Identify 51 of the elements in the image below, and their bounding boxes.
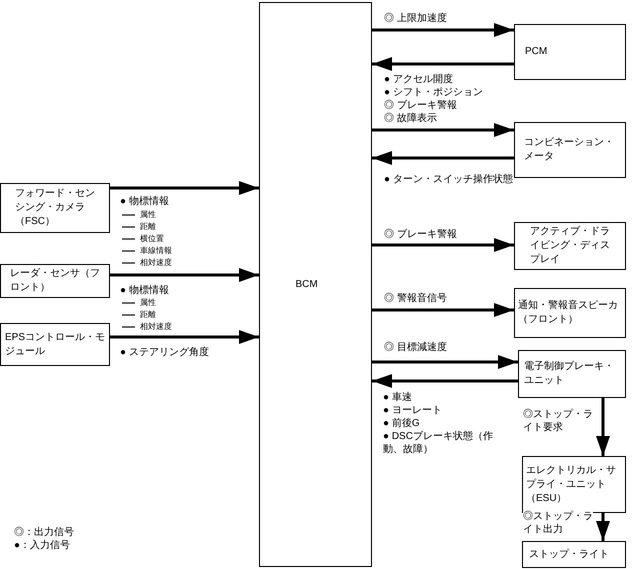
module-box: 通知・警報音スピーカ（フロント） xyxy=(514,288,626,338)
legend-entry: ●：入力信号 xyxy=(14,539,70,552)
sub-item-label: 相対速度 xyxy=(140,322,172,332)
signal-label: ● 車速 xyxy=(383,391,412,404)
arrow xyxy=(110,181,259,195)
arrow xyxy=(372,355,518,369)
sub-item-label: 属性 xyxy=(140,298,156,308)
sub-item-label: 距離 xyxy=(140,222,156,232)
signal-label: ◎ ブレーキ警報 xyxy=(384,228,457,241)
signal-label: ● シフト・ポジション xyxy=(384,86,483,99)
signal-label: ● 物標情報 xyxy=(120,195,169,208)
legend-entry: ◎：出力信号 xyxy=(14,526,74,539)
signal-label: ◎ 警報音信号 xyxy=(384,292,447,305)
arrow xyxy=(372,151,514,165)
signal-label: ● ターン・スイッチ操作状態 xyxy=(384,173,513,186)
module-box: ストップ・ライト xyxy=(522,541,626,568)
arrow xyxy=(372,57,514,71)
signal-label: ◎ 故障表示 xyxy=(384,112,437,125)
signal-label: ● DSCブレーキ状態（作動、故障） xyxy=(383,430,495,456)
arrow xyxy=(110,330,259,344)
module-box: EPSコントロール・モジュール xyxy=(0,323,110,366)
signal-label: ◎ ブレーキ警報 xyxy=(384,99,457,112)
sub-item-label: 相対速度 xyxy=(140,258,172,268)
module-box: レーダ・センサ（フロント） xyxy=(0,264,110,298)
module-box: フォワード・センシング・カメラ（FSC） xyxy=(0,183,110,233)
arrow xyxy=(110,268,259,282)
module-box: アクティブ・ドライビング・ディスプレイ xyxy=(514,222,626,270)
arrow xyxy=(372,123,514,137)
controller-box: BCM xyxy=(259,2,372,567)
signal-label: ◎ストップ・ライト要求 xyxy=(523,408,593,434)
sub-item-label: 属性 xyxy=(140,210,156,220)
signal-label: ● 前後G xyxy=(383,417,420,430)
module-box: 電子制御ブレーキ・ユニット xyxy=(518,350,626,398)
arrow xyxy=(372,374,518,388)
arrow xyxy=(596,513,610,541)
arrow xyxy=(372,303,514,317)
sub-item-label: 距離 xyxy=(140,310,156,320)
signal-label: ◎ 上限加速度 xyxy=(384,12,447,25)
module-box: コンビネーション・メータ xyxy=(514,122,626,178)
arrow xyxy=(372,23,514,37)
arrow xyxy=(596,398,610,456)
signal-label: ● ステアリング角度 xyxy=(120,346,209,359)
signal-label: ◎ストップ・ライト出力 xyxy=(523,510,593,536)
signal-label: ● アクセル開度 xyxy=(384,73,453,86)
module-box: PCM xyxy=(514,24,626,80)
sub-item-label: 横位置 xyxy=(140,234,164,244)
arrow xyxy=(372,238,514,252)
signal-label: ◎ 目標減速度 xyxy=(384,341,447,354)
signal-label: ● 物標情報 xyxy=(120,284,169,297)
signal-label: ● ヨーレート xyxy=(383,404,442,417)
sub-item-label: 車線情報 xyxy=(140,246,172,256)
